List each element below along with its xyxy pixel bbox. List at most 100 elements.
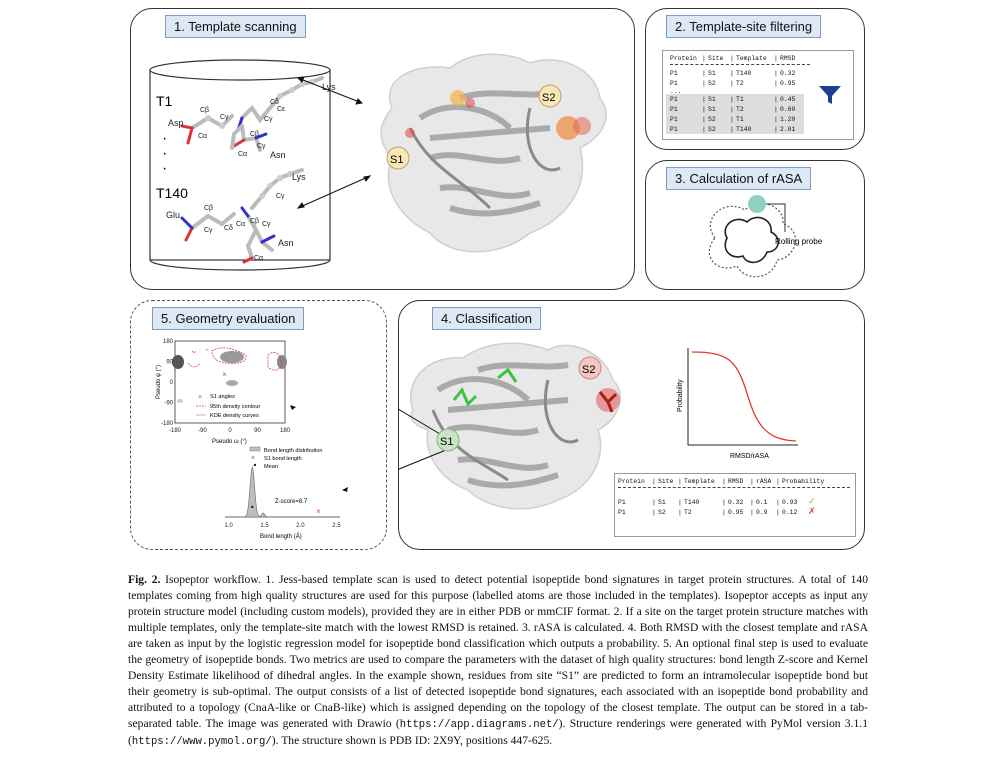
dihedral-legend-entry: KDE density curves — [210, 413, 259, 419]
bond-length-plot: × — [225, 446, 340, 518]
atom-label: Asn — [270, 150, 286, 160]
dihedral-ylabel: Pseudo φ (°) — [156, 365, 162, 399]
atom-label: Cα — [254, 255, 263, 262]
table-header: Protein |Site |Template |RMSD — [670, 54, 796, 62]
x-tick-label: 1.5 — [260, 523, 269, 529]
dihedral-plot — [172, 340, 287, 424]
atom-label: Cγ — [262, 221, 271, 228]
arrow-icon — [342, 487, 348, 492]
x-tick-label: -180 — [169, 428, 182, 434]
table-row: P1| S2| T2| 0.95| 0.9| 0.12 ✗ — [618, 507, 816, 517]
caption-text: ). The structure shown is PDB ID: 2X9Y, … — [271, 734, 553, 747]
x-tick-label: 2.0 — [296, 523, 305, 529]
legend-swatch — [249, 446, 261, 452]
svg-text:S1: S1 — [390, 154, 403, 166]
bond-markers: × — [251, 405, 348, 516]
atom-label: Cβ — [204, 205, 213, 212]
table-row: P1| S2| T2| 0.95 — [670, 79, 796, 87]
t140-molecule-sticks — [180, 168, 304, 264]
caption-url: https://www.pymol.org/ — [131, 736, 272, 748]
x-tick-label: 90 — [254, 428, 261, 434]
y-tick-label: -180 — [161, 421, 174, 427]
template-t1-label: T1 — [156, 93, 173, 109]
site-s2-marker: S2 — [578, 356, 602, 380]
kde-density-blob — [226, 380, 238, 386]
dihedral-legend-entry: S1 angles — [210, 394, 235, 400]
rasa-diagram: Rolling probe — [708, 195, 823, 278]
site-s1-marker: S1 — [436, 428, 460, 452]
filtering-grey-block — [666, 94, 804, 134]
atom-label: Cβ — [250, 218, 259, 225]
y-tick-label: 180 — [163, 339, 174, 345]
probability-xlabel: RMSD/rASA — [730, 453, 769, 460]
atom-label: Cα — [198, 133, 207, 140]
svg-text:S2: S2 — [582, 364, 595, 376]
ellipsis-dot: · — [162, 145, 167, 162]
atom-label: Cγ — [264, 116, 273, 123]
legend-marker: × — [251, 455, 255, 462]
rolling-probe-icon — [748, 195, 766, 213]
template-t140-label: T140 — [156, 185, 188, 201]
caption-label: Fig. 2. — [128, 573, 161, 586]
table-header: Protein| Site| Template| RMSD| rASA| Pro… — [618, 477, 825, 485]
filter-funnel-icon — [819, 86, 841, 104]
y-tick-label: -90 — [164, 401, 173, 407]
classification-table: Protein| Site| Template| RMSD| rASA| Pro… — [618, 476, 850, 517]
caption-url: https://app.diagrams.net/ — [399, 719, 559, 731]
match-arrows — [296, 76, 372, 209]
atom-label: Cε — [277, 106, 285, 113]
kde-density-blob — [220, 351, 244, 363]
s1-bond-length-marker: × — [316, 507, 321, 516]
atom-label: Cβ — [250, 131, 259, 138]
site-s2-marker: S2 — [538, 84, 562, 108]
atom-label: Cα — [236, 221, 245, 228]
x-tick-label: 1.0 — [224, 523, 233, 529]
panel-title-template-scanning: 1. Template scanning — [165, 15, 306, 38]
svg-text:S1: S1 — [440, 436, 453, 448]
probability-ylabel: Probability — [677, 379, 684, 412]
bond-legend-entry: Bond length distribution — [264, 448, 322, 454]
table-row: P1| S1| T140| 0.32| 0.1| 0.93 ✓ — [618, 497, 816, 507]
classification-figure: S1 S2 Probability RMSD/rASA — [398, 342, 798, 510]
atom-label: Cδ — [270, 99, 279, 106]
protein-structure-render — [380, 53, 607, 253]
panel-title-template-site-filtering: 2. Template-site filtering — [666, 15, 822, 38]
kde-density-blob — [177, 399, 183, 403]
atom-label: Cγ — [257, 143, 266, 150]
arrow-icon — [290, 405, 296, 410]
atom-label: Cγ — [204, 227, 213, 234]
rolling-probe-label: Rolling probe — [775, 237, 823, 246]
ellipsis-dot: · — [162, 160, 167, 177]
template-database-cylinder — [149, 59, 331, 271]
panel-title-geometry-evaluation: 5. Geometry evaluation — [152, 307, 305, 330]
cross-icon: ✗ — [808, 507, 816, 517]
atom-label: Cα — [238, 151, 247, 158]
figure-caption: Fig. 2. Isopeptor workflow. 1. Jess-base… — [128, 572, 868, 750]
bond-legend-entry: S1 bond length — [264, 456, 302, 462]
z-score-annotation: Z-score=8.7 — [275, 499, 308, 505]
caption-text: ). Structure renderings were generated w… — [128, 717, 868, 747]
dihedral-legend-entry: 95th density contour — [210, 404, 261, 410]
x-tick-label: 0 — [228, 428, 232, 434]
x-tick-label: 180 — [280, 428, 291, 434]
caption-body: Isopeptor workflow. 1. Jess-based templa… — [128, 573, 868, 748]
table-row: P1| S1| T2| 0.60 — [670, 105, 796, 113]
dihedral-points: × — [222, 370, 227, 379]
dihedral-legend-marker: × — [198, 394, 202, 401]
bond-x-ticks: 1.0 1.5 2.0 2.5 — [224, 523, 341, 529]
kde-density-blob — [172, 355, 184, 369]
mean-marker — [251, 505, 254, 509]
ellipsis-dot: · — [162, 130, 167, 147]
x-tick-label: 2.5 — [332, 523, 341, 529]
template-scanning-figure: T1 T140 · · · Asp Cβ Cγ Cα Lys Cδ Cγ Cε … — [149, 53, 607, 271]
s1-angle-point: × — [222, 370, 227, 379]
atom-label: Cβ — [200, 107, 209, 114]
atom-label: Asp — [168, 118, 184, 128]
check-icon: ✓ — [808, 497, 816, 507]
table-row: P1| S2| T140| 2.01 — [670, 125, 796, 133]
legend-marker — [253, 463, 257, 467]
table-row: P1| S2| T1| 1.20 — [670, 115, 796, 123]
